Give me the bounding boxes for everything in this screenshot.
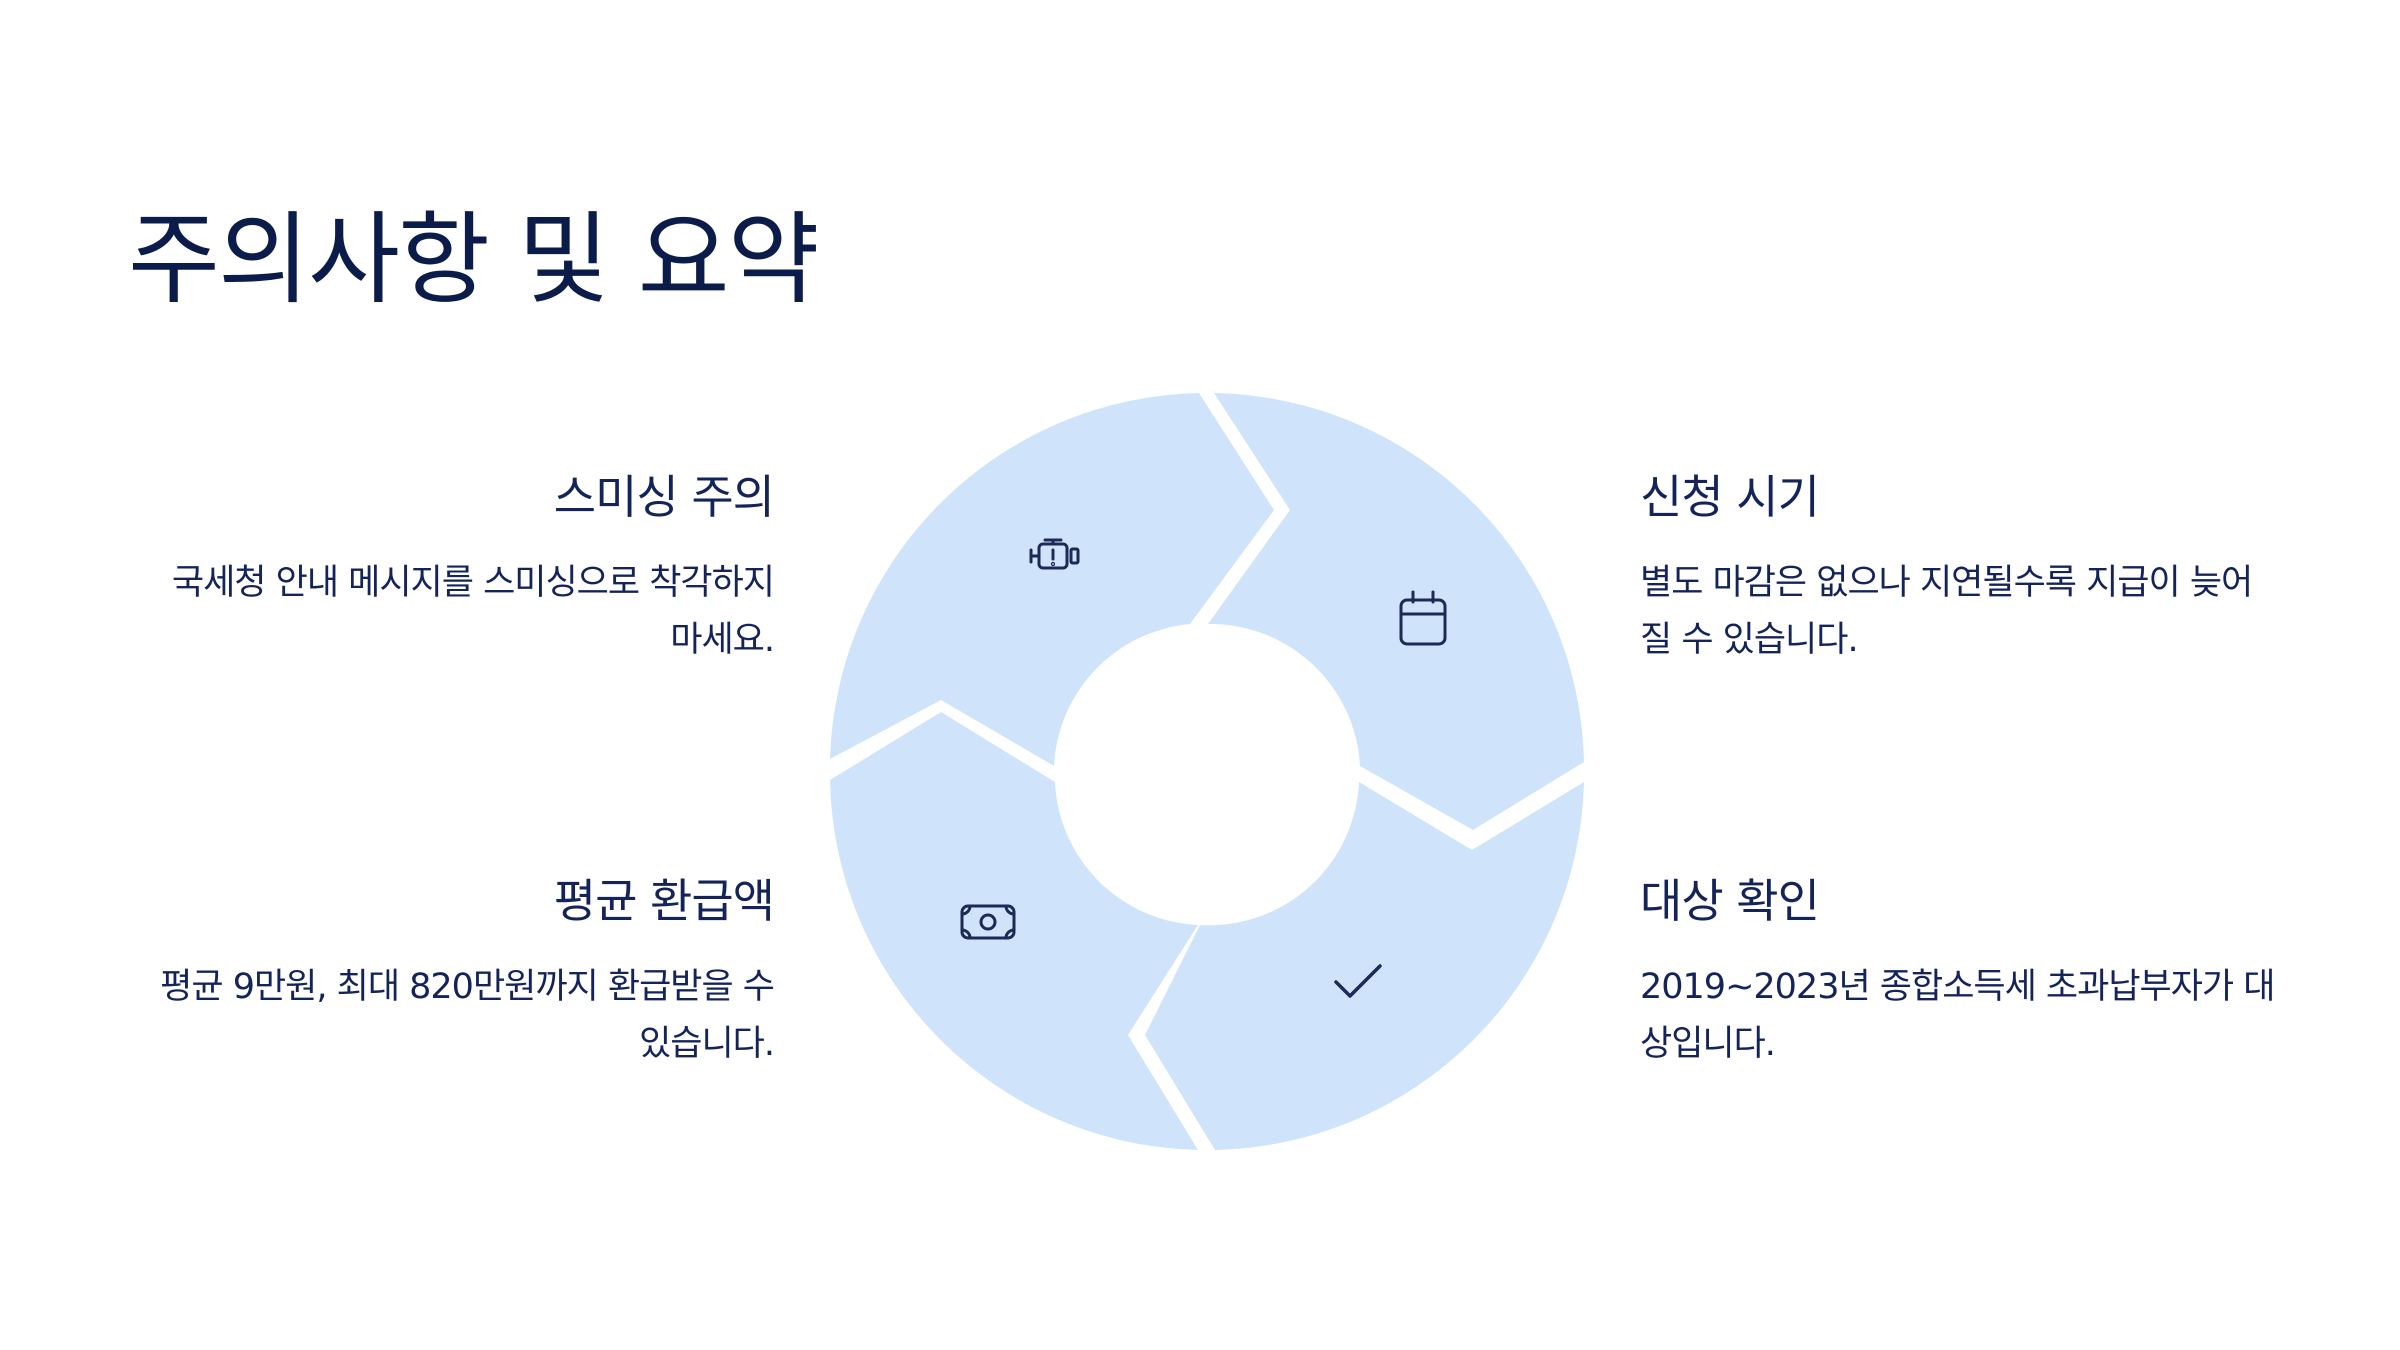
item-title: 평균 환급액 xyxy=(553,874,775,928)
item-title: 신청 시기 xyxy=(1640,470,1820,524)
engine-warning-icon xyxy=(1029,538,1080,570)
item-smishing-warning: 스미싱 주의 국세청 안내 메시지를 스미싱으로 착각하지 마세요. xyxy=(134,470,775,669)
item-application-timing: 신청 시기 별도 마감은 없으나 지연될수록 지급이 늦어질 수 있습니다. xyxy=(1640,470,2280,669)
item-description: 평균 9만원, 최대 820만원까지 환급받을 수 있습니다. xyxy=(160,967,775,1065)
page-title: 주의사항 및 요약 xyxy=(128,201,820,318)
item-description: 국세청 안내 메시지를 스미싱으로 착각하지 마세요. xyxy=(171,563,775,661)
item-eligibility-check: 대상 확인 2019~2023년 종합소득세 초과납부자가 대상입니다. xyxy=(1640,874,2280,1073)
item-description: 별도 마감은 없으나 지연될수록 지급이 늦어질 수 있습니다. xyxy=(1640,563,2253,661)
item-title: 스미싱 주의 xyxy=(553,470,775,524)
item-description: 2019~2023년 종합소득세 초과납부자가 대상입니다. xyxy=(1640,967,2275,1065)
segment-top-left xyxy=(830,393,1274,766)
segment-bottom-right xyxy=(1145,782,1584,1150)
banknote-icon xyxy=(960,904,1016,940)
item-title: 대상 확인 xyxy=(1640,874,1820,928)
checkmark-icon xyxy=(1334,964,1382,998)
item-average-refund: 평균 환급액 평균 9만원, 최대 820만원까지 환급받을 수 있습니다. xyxy=(134,874,775,1073)
cycle-segments xyxy=(830,393,1584,1150)
calendar-icon xyxy=(1399,590,1447,646)
segment-top-right xyxy=(1208,393,1584,830)
